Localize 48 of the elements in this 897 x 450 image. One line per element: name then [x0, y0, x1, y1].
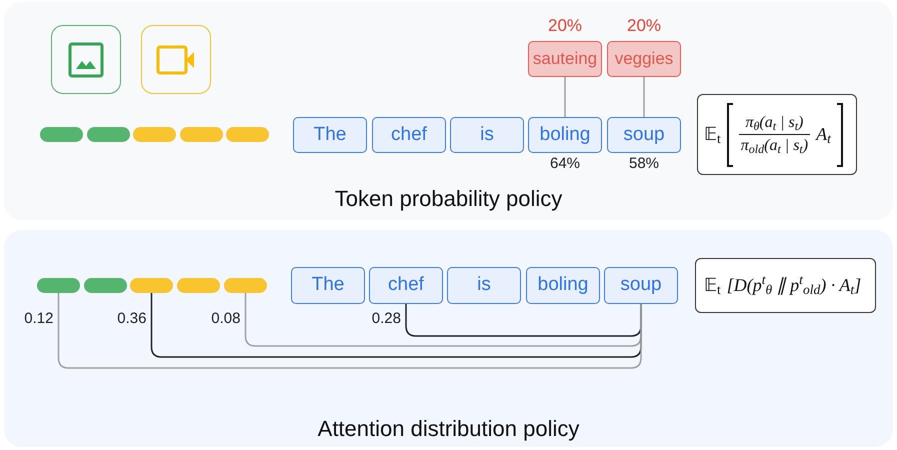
formula-text: [D(p$^{t}$$_{θ}$ ∥ p$^{t}$$_{old}$) · A$_{t}$] — [726, 272, 862, 299]
connector-line — [58, 293, 642, 369]
edge-label: 0.12 — [24, 309, 54, 329]
panel-title: Attention distribution policy — [318, 415, 580, 443]
token-box: boling — [526, 267, 600, 304]
token-bar — [180, 127, 223, 142]
token-bar — [87, 127, 130, 142]
token-box: chef — [369, 267, 443, 304]
connector-line — [564, 77, 566, 117]
connector-line — [150, 293, 642, 358]
token-bar — [133, 127, 176, 142]
panel-title: Token probability policy — [334, 185, 562, 213]
numerator: π$_{θ}$(a$_{t}$ | s$_{t}$) — [744, 113, 804, 134]
edge-label: 0.36 — [117, 309, 146, 329]
token-bar — [40, 127, 83, 142]
token-box: The — [291, 267, 365, 304]
edge-label: 0.28 — [372, 309, 401, 329]
formula-box — [695, 258, 876, 313]
token-box: soup — [604, 267, 678, 304]
token-bar — [226, 127, 269, 142]
token-bar — [224, 278, 267, 293]
formula-box — [697, 94, 857, 175]
token-box: is — [450, 117, 524, 153]
probability-label: 64% — [550, 154, 580, 174]
connector-line — [244, 293, 642, 347]
token-bar — [84, 278, 127, 293]
probability-label: 20% — [548, 15, 582, 37]
connector-line — [643, 77, 645, 117]
panel — [4, 230, 893, 447]
token-box: chef — [372, 117, 446, 153]
probability-label: 58% — [628, 154, 660, 174]
connector-line — [405, 304, 642, 337]
token-box: soup — [607, 117, 681, 153]
token-box: The — [293, 117, 367, 153]
advantage-term: A$_{t}$ — [816, 123, 831, 148]
token-bar — [130, 278, 173, 293]
probability-label: 20% — [626, 15, 662, 37]
denominator: π$_{old}$(a$_{t}$ | s$_{t}$) — [740, 136, 810, 157]
token-box: boling — [528, 117, 602, 153]
alternative-token-box: veggies — [607, 41, 681, 77]
edge-label: 0.08 — [211, 309, 240, 329]
token-bar — [177, 278, 220, 293]
panel — [4, 2, 893, 220]
expectation-symbol: 𝔼$_{t}$ — [704, 123, 721, 148]
expectation-symbol: 𝔼$_{t}$ — [704, 274, 721, 299]
token-box: is — [447, 267, 521, 304]
token-bar — [37, 278, 80, 293]
alternative-token-box: sauteing — [528, 41, 602, 77]
